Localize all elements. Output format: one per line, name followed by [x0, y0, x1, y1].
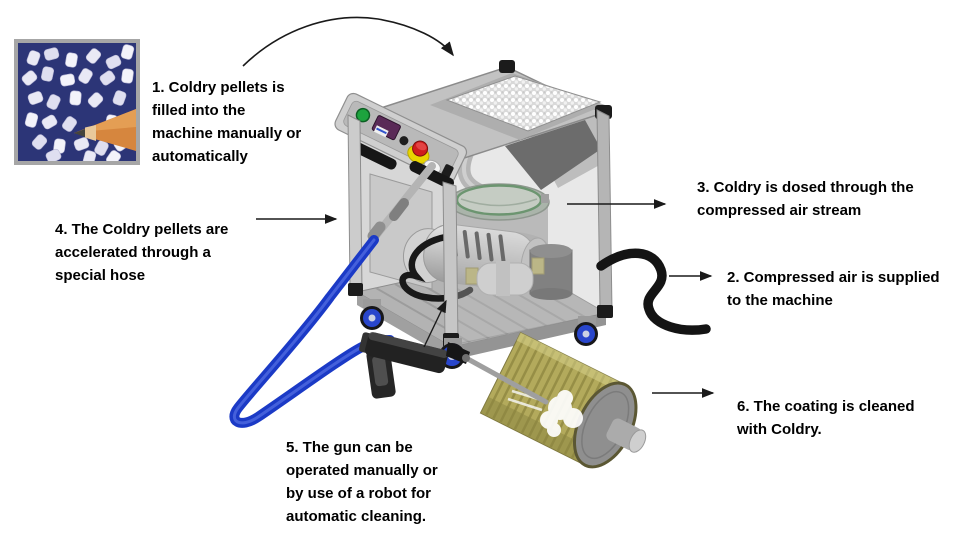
black-knob	[399, 136, 409, 146]
annotation-step5: 5. The gun can be operated manually or b…	[286, 439, 438, 525]
pellet	[31, 134, 48, 150]
pellet	[46, 94, 61, 110]
pellet	[112, 90, 127, 106]
pellet	[65, 52, 78, 68]
pencil-tip	[74, 109, 136, 151]
blasting-gun	[359, 332, 549, 405]
lance-tube	[367, 162, 436, 242]
pellet	[87, 92, 104, 108]
step1-curved-arrow	[242, 16, 454, 67]
pellet	[43, 47, 60, 61]
pellet	[73, 137, 90, 151]
coating-cylinder	[479, 331, 647, 469]
pellet	[41, 66, 54, 82]
compressed-air-hose	[596, 248, 711, 335]
step5-arrow	[423, 299, 447, 348]
pellet	[120, 44, 135, 60]
pellet	[69, 90, 82, 106]
pellet	[82, 150, 97, 161]
pump-cylinder	[465, 257, 545, 296]
pellet	[26, 50, 41, 66]
handle-bar	[352, 141, 397, 170]
caster-wheel	[360, 299, 384, 330]
pellets-photo-art	[18, 43, 136, 161]
pellet-hopper	[445, 75, 602, 132]
pellet	[106, 150, 121, 161]
coldry-pellets-photo	[14, 39, 140, 165]
control-panel	[334, 92, 468, 189]
canister	[529, 244, 573, 300]
pellet	[121, 68, 134, 84]
annotation-step3: 3. Coldry is dosed through the compresse…	[697, 179, 914, 219]
pellet	[45, 148, 62, 161]
motor-fins	[450, 228, 506, 263]
pellet	[99, 70, 116, 86]
annotation-step6: 6. The coating is cleaned with Coldry.	[737, 398, 915, 438]
pellet	[105, 54, 122, 70]
annotation-arrows	[242, 16, 715, 398]
pellet	[62, 116, 77, 132]
pellet	[41, 114, 58, 130]
pellet	[24, 112, 39, 128]
spray-blast	[540, 390, 583, 437]
corner-connector	[499, 60, 515, 73]
blasting-machine	[334, 60, 711, 369]
pellet	[21, 70, 38, 86]
pellet	[78, 68, 93, 84]
annotation-step1: 1. Coldry pellets is filled into the mac…	[152, 79, 302, 165]
pellets	[21, 44, 136, 161]
hopper-funnel	[505, 120, 601, 190]
pellet	[85, 48, 102, 64]
pellet	[59, 73, 76, 87]
gun-nozzle	[463, 355, 549, 405]
annotation-step4: 4. The Coldry pellets are accelerated th…	[55, 221, 229, 284]
annotation-step2: 2. Compressed air is supplied to the mac…	[727, 269, 940, 309]
pellet	[27, 91, 44, 105]
caster-wheel	[574, 316, 598, 346]
